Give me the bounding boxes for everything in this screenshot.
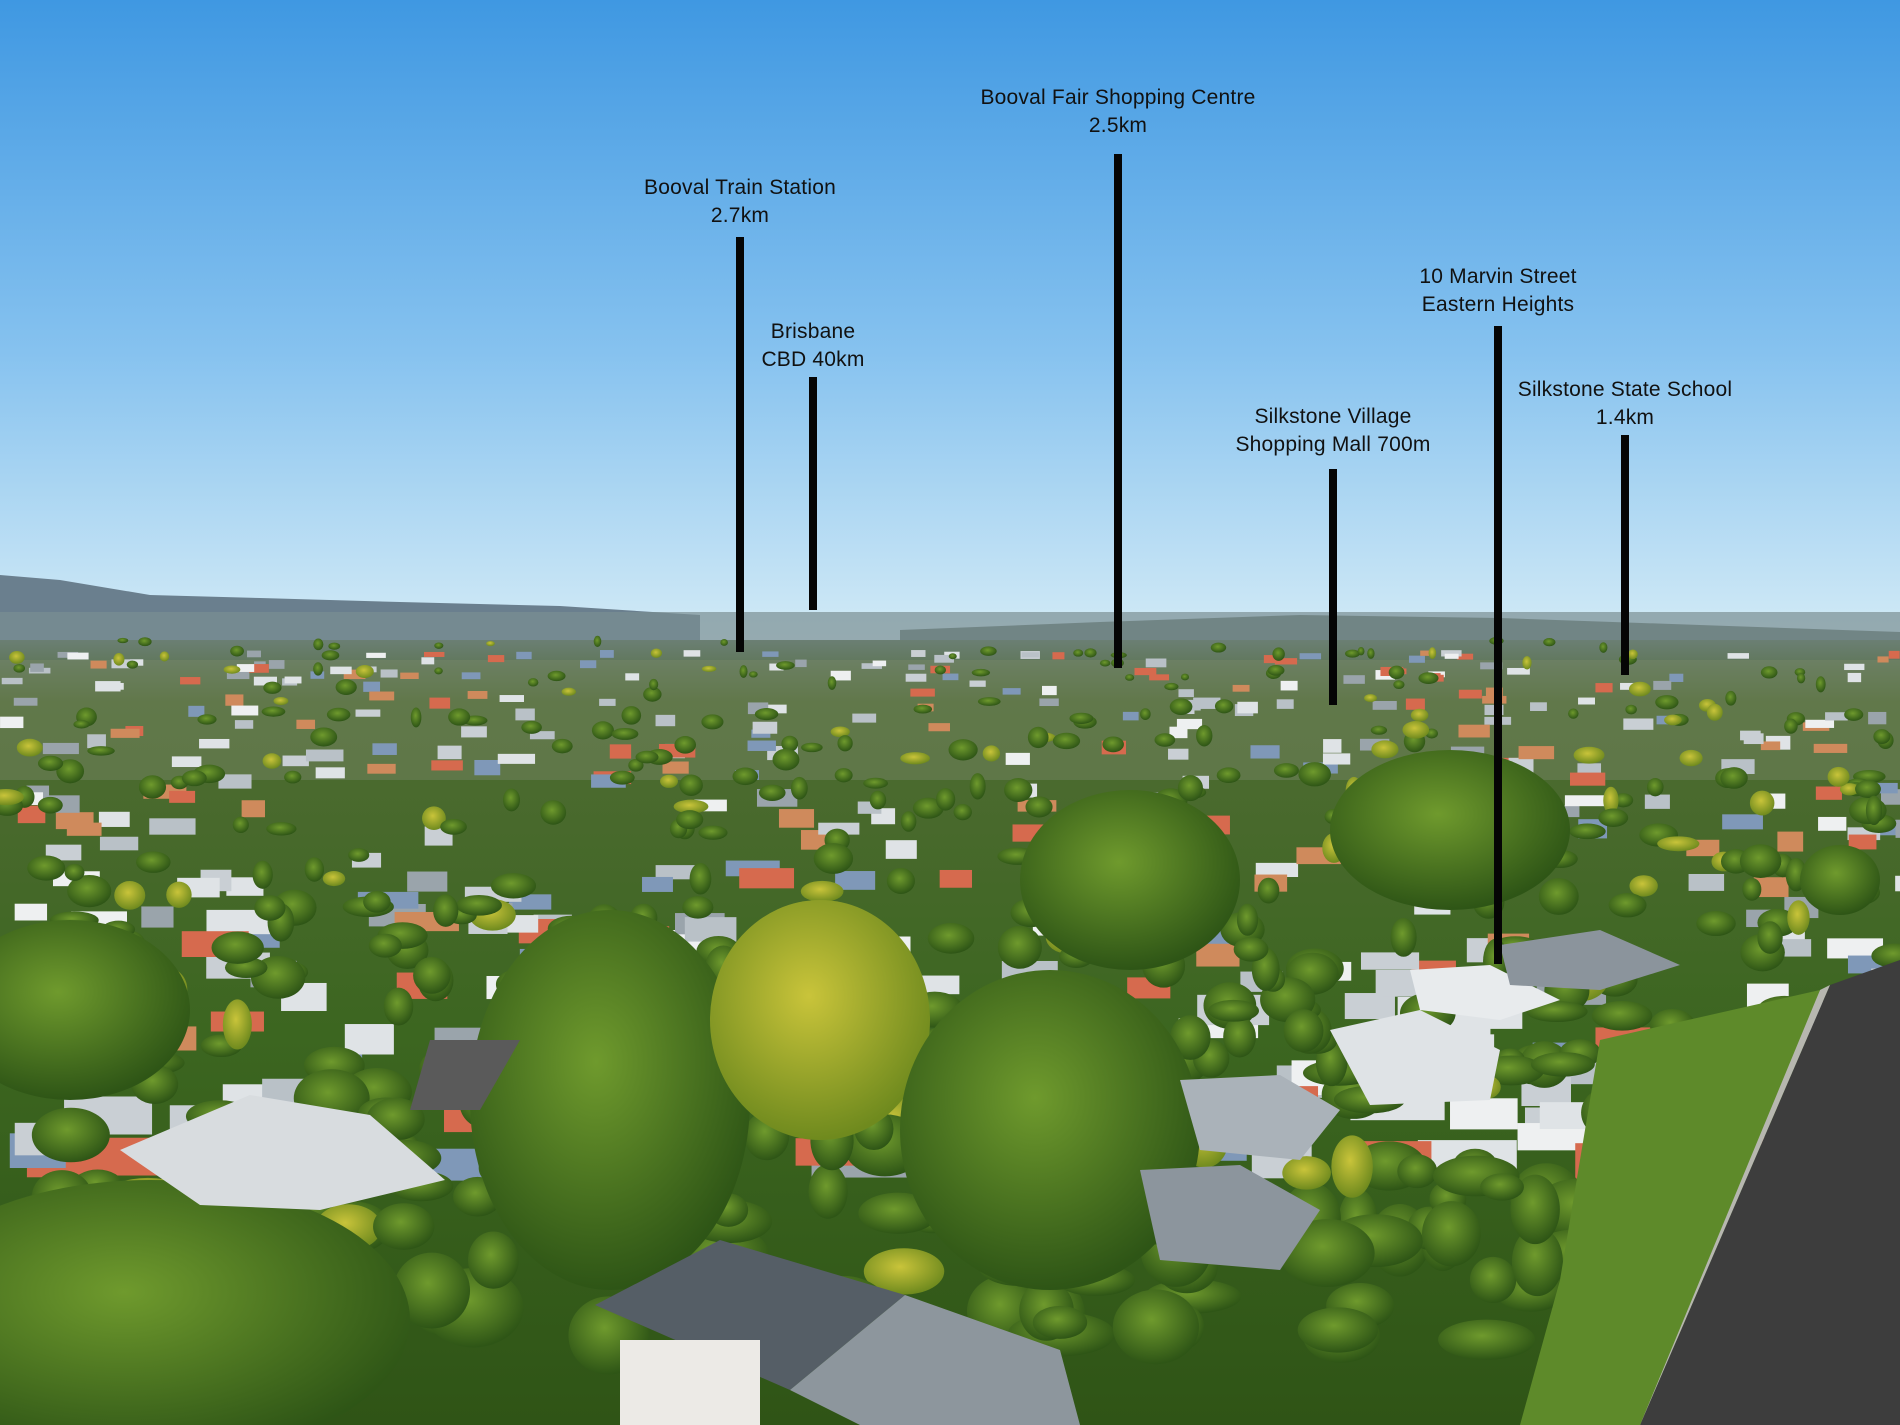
callout-pointer-line bbox=[1114, 154, 1122, 668]
callout-label: 10 Marvin Street Eastern Heights bbox=[1419, 265, 1577, 316]
callout-label: Silkstone Village Shopping Mall 700m bbox=[1235, 405, 1431, 456]
callout-label: Booval Fair Shopping Centre 2.5km bbox=[980, 86, 1256, 137]
callout-pointer-line bbox=[809, 377, 817, 610]
callout-label: Brisbane CBD 40km bbox=[761, 320, 865, 371]
callout-pointer-line bbox=[1621, 435, 1629, 675]
callout-pointer-line bbox=[736, 237, 744, 652]
callout-label: Booval Train Station 2.7km bbox=[644, 176, 836, 227]
callout-label: Silkstone State School 1.4km bbox=[1517, 378, 1733, 429]
callout-pointer-line bbox=[1494, 326, 1502, 964]
callout-pointer-line bbox=[1329, 469, 1337, 705]
